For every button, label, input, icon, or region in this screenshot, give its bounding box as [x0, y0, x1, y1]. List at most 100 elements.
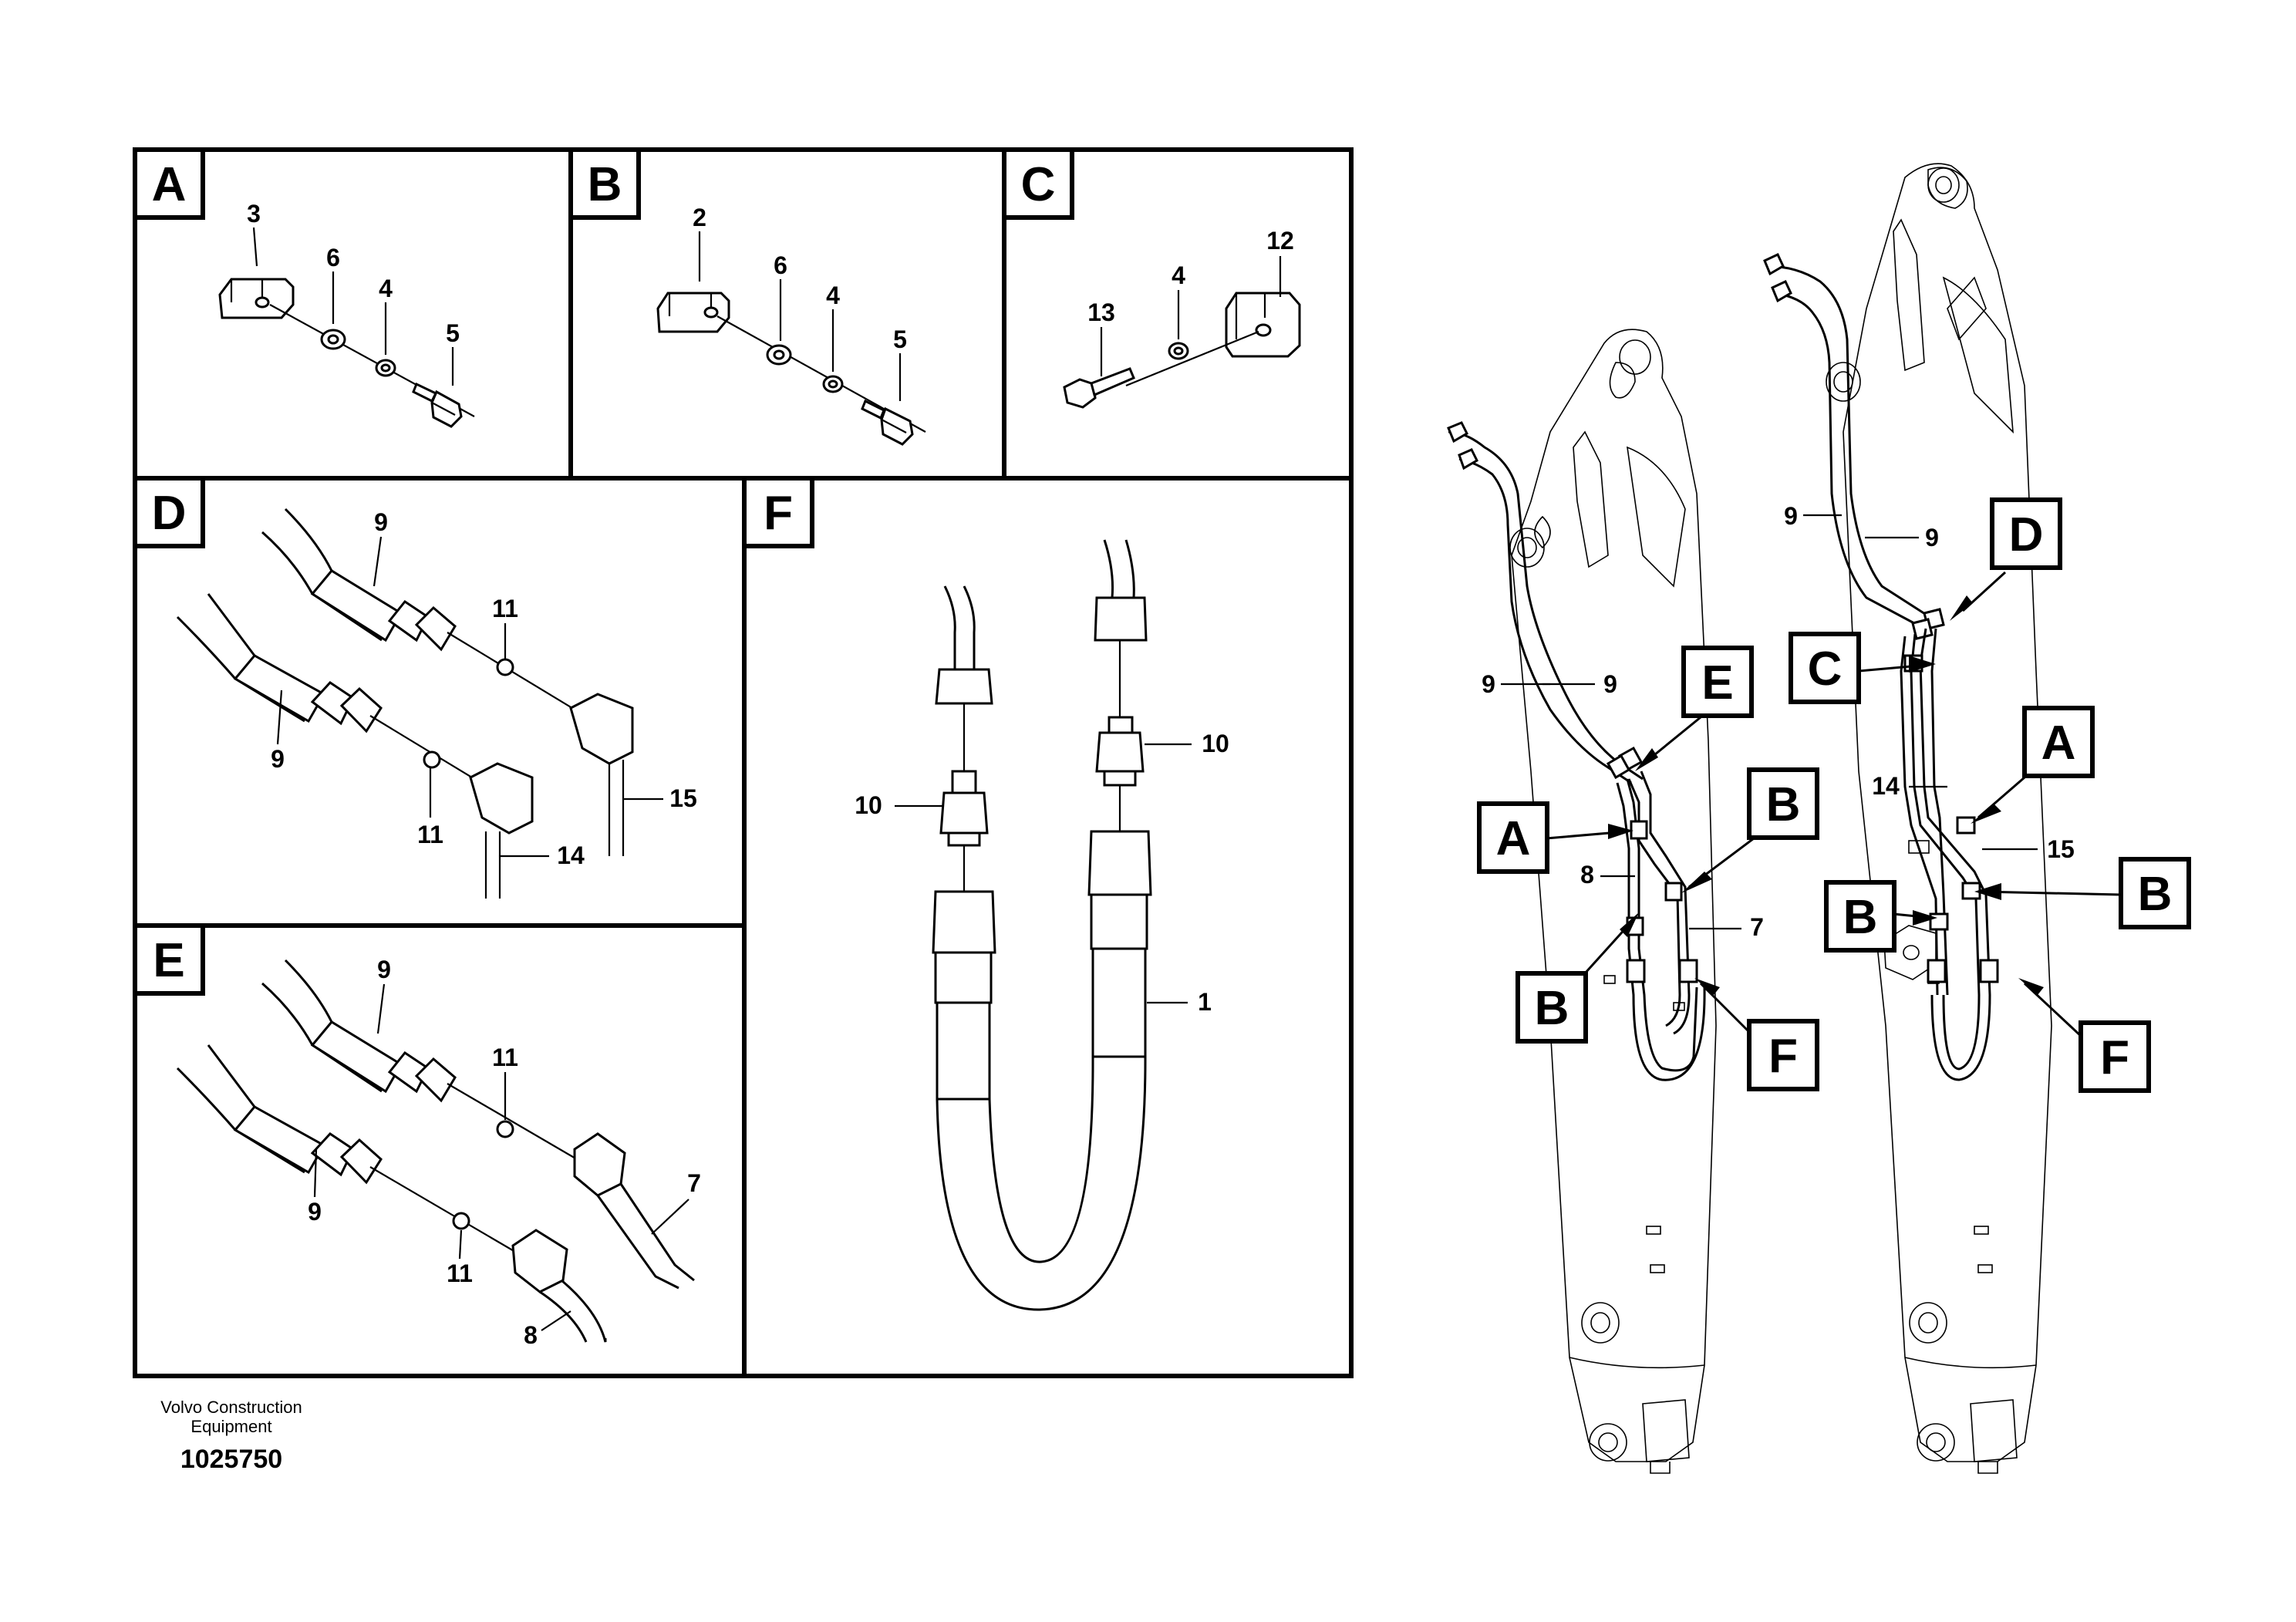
panel-e: E 9 9 11 11 7 8	[133, 923, 701, 1349]
label-2: 2	[693, 204, 706, 231]
svg-text:E: E	[1701, 656, 1733, 710]
panel-e-letter: E	[153, 934, 184, 987]
svg-text:F: F	[1768, 1030, 1798, 1083]
ref-a: A	[1971, 706, 2095, 824]
panel-f-letter-box	[742, 476, 814, 548]
panel-c-letter: C	[1021, 158, 1056, 211]
panel-b-letter-box	[568, 147, 641, 220]
ref-a: A	[1477, 801, 1633, 874]
boom-right: 9 9 14 15 D C A B	[1763, 163, 2191, 1474]
panel-f: F 10 10 1	[742, 476, 1229, 1311]
company-name-line2: Equipment	[190, 1417, 271, 1436]
bolt-5	[430, 389, 463, 428]
panel-b: B 2 6 4 5	[568, 147, 926, 446]
label-9: 9	[1784, 502, 1798, 530]
label-11: 11	[447, 1259, 473, 1287]
ref-d: D	[1950, 497, 2062, 621]
ref-b-right: B	[1974, 857, 2191, 929]
label-6: 6	[774, 251, 787, 279]
label-5: 5	[446, 319, 460, 347]
label-4: 4	[826, 282, 840, 309]
label-11: 11	[492, 1044, 518, 1071]
panel-a-letter: A	[152, 158, 187, 211]
label-11: 11	[417, 821, 443, 848]
svg-text:B: B	[1766, 778, 1801, 831]
panel-c: C 12 13 4	[1002, 147, 1301, 409]
svg-text:B: B	[1535, 982, 1569, 1035]
company-name-line1: Volvo Construction	[160, 1398, 302, 1417]
hose-9-upper	[284, 508, 402, 619]
ref-f: F	[1694, 978, 1819, 1091]
hose-1	[936, 1001, 991, 1101]
hose-9b	[1773, 292, 1925, 630]
label-1: 1	[1198, 988, 1212, 1016]
bolt-5	[880, 406, 914, 446]
ref-b-left: B	[1515, 912, 1639, 1044]
label-7: 7	[687, 1169, 701, 1197]
label-14: 14	[1872, 772, 1900, 800]
ref-c: C	[1789, 632, 1936, 704]
label-5: 5	[893, 325, 907, 353]
pipe-15	[1930, 628, 1949, 996]
panel-e-letter-box	[133, 923, 205, 996]
label-9: 9	[308, 1198, 322, 1226]
label-11: 11	[492, 595, 518, 622]
ref-f: F	[2018, 978, 2151, 1093]
bolt-13	[1063, 378, 1097, 409]
svg-text:A: A	[1496, 812, 1531, 865]
label-8: 8	[524, 1321, 538, 1349]
boom-outline	[1843, 163, 2052, 1462]
label-4: 4	[379, 275, 393, 302]
hose-9b	[1458, 457, 1632, 784]
drawing-number: 1025750	[180, 1445, 282, 1474]
panel-d: D 9 9 11 11 15 14	[133, 476, 697, 899]
panel-a: A 3 6 4 5	[133, 147, 475, 428]
svg-text:D: D	[2009, 508, 2044, 561]
pipe-7	[1640, 771, 1691, 1035]
label-9: 9	[377, 956, 391, 983]
caption: Volvo Construction Equipment 1025750	[160, 1398, 302, 1474]
boom-outline	[1511, 329, 1717, 1462]
ref-e: E	[1635, 646, 1754, 771]
pipe-8	[1616, 782, 1706, 1081]
label-9: 9	[1603, 670, 1617, 698]
boom-left: 9 9 8 7 E A B B	[1447, 329, 1819, 1474]
panel-b-letter: B	[588, 158, 622, 211]
hose-9a	[1448, 430, 1644, 781]
adapter-10-right	[1108, 716, 1134, 734]
ref-b-right: B	[1681, 767, 1819, 893]
label-12: 12	[1266, 227, 1294, 255]
elbow-14	[469, 762, 534, 835]
ref-b-left: B	[1824, 880, 1937, 953]
panel-f-letter: F	[764, 487, 793, 540]
label-9: 9	[1482, 670, 1495, 698]
label-4: 4	[1172, 261, 1185, 289]
detail-grid	[133, 147, 1354, 1378]
fitting-7	[573, 1132, 626, 1197]
panel-d-letter: D	[152, 487, 187, 540]
label-7: 7	[1750, 913, 1764, 941]
svg-text:F: F	[2100, 1031, 2129, 1084]
label-10: 10	[855, 791, 882, 819]
fitting-8	[511, 1229, 568, 1293]
label-8: 8	[1580, 861, 1594, 889]
panel-d-letter-box	[133, 476, 205, 548]
hose-9a	[1765, 265, 1937, 622]
label-13: 13	[1087, 298, 1115, 326]
label-15: 15	[2047, 835, 2075, 863]
label-9: 9	[374, 508, 388, 536]
svg-text:C: C	[1808, 642, 1843, 696]
label-6: 6	[326, 244, 340, 271]
label-10: 10	[1202, 730, 1229, 757]
svg-text:B: B	[1843, 891, 1878, 944]
svg-text:B: B	[2138, 868, 2173, 921]
elbow-15	[569, 693, 634, 765]
label-3: 3	[247, 200, 261, 228]
label-9: 9	[1925, 524, 1939, 551]
panel-a-letter-box	[133, 147, 205, 220]
label-15: 15	[669, 784, 697, 812]
svg-text:A: A	[2041, 717, 2076, 770]
label-9: 9	[271, 745, 285, 773]
panel-c-letter-box	[1002, 147, 1074, 220]
